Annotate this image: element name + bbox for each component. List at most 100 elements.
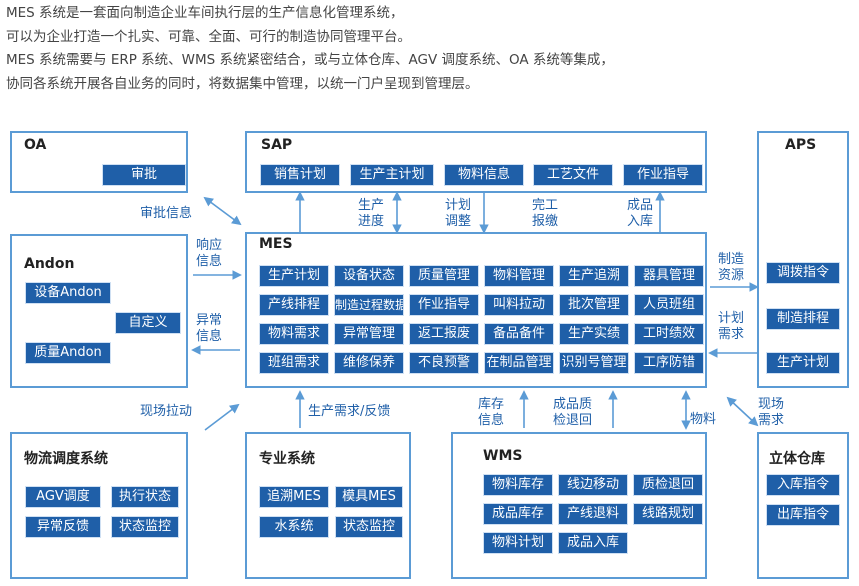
intro-line-1: MES 系统是一套面向制造企业车间执行层的生产信息化管理系统，	[6, 5, 404, 21]
mes-item[interactable]: 异常管理	[334, 323, 404, 345]
mes-item[interactable]: 物料需求	[259, 323, 329, 345]
label-plan-demand-1: 计划	[718, 311, 745, 326]
mes-item[interactable]: 批次管理	[559, 294, 629, 316]
label-plan-adjust: 计划 调整	[445, 198, 471, 230]
logistics-item-exec-status[interactable]: 执行状态	[111, 486, 179, 508]
sap-item-master-plan[interactable]: 生产主计划	[350, 164, 434, 186]
wms-item-product-stock[interactable]: 成品库存	[483, 503, 553, 525]
mes-item[interactable]: 产线排程	[259, 294, 329, 316]
label-inventory-info-2: 信息	[478, 413, 505, 428]
mes-item[interactable]: 作业指导	[409, 294, 479, 316]
andon-item-custom[interactable]: 自定义	[115, 312, 181, 334]
andon-title: Andon	[24, 256, 75, 272]
intro-line-4: 协同各系统开展各自业务的同时，将数据集中管理，以统一门户呈现到管理层。	[6, 75, 479, 92]
mes-item[interactable]: 设备状态	[334, 265, 404, 287]
label-finished-in-1: 成品	[627, 198, 654, 213]
mes-item[interactable]: 在制品管理	[484, 352, 554, 374]
aps-item-schedule[interactable]: 制造排程	[766, 308, 840, 330]
label-site-demand: 现场 需求	[758, 397, 784, 429]
mes-item[interactable]: 物料管理	[484, 265, 554, 287]
wms-title: WMS	[483, 448, 523, 464]
mes-item[interactable]: 生产追溯	[559, 265, 629, 287]
label-response-info: 响应 信息	[196, 238, 222, 270]
mes-item[interactable]: 返工报废	[409, 323, 479, 345]
aps-item-transfer[interactable]: 调拨指令	[766, 262, 840, 284]
mes-item[interactable]: 班组需求	[259, 352, 329, 374]
mes-item[interactable]: 生产计划	[259, 265, 329, 287]
logistics-item-monitor[interactable]: 状态监控	[111, 516, 179, 538]
mes-title: MES	[259, 236, 293, 252]
label-qc-return: 成品质 检退回	[553, 397, 592, 429]
label-mfg-resource-2: 资源	[718, 268, 745, 283]
sap-item-process-doc[interactable]: 工艺文件	[533, 164, 613, 186]
label-exception-info-1: 异常	[196, 313, 223, 328]
special-item-mold[interactable]: 模具MES	[335, 486, 403, 508]
label-qc-return-2: 检退回	[553, 413, 593, 428]
oa-title: OA	[24, 137, 47, 153]
wms-item-route-plan[interactable]: 线路规划	[633, 503, 703, 525]
mes-item[interactable]: 质量管理	[409, 265, 479, 287]
wms-item-product-in[interactable]: 成品入库	[558, 532, 628, 554]
logistics-box: 物流调度系统 AGV调度 执行状态 异常反馈 状态监控	[10, 432, 188, 579]
special-item-water[interactable]: 水系统	[259, 516, 329, 538]
andon-box: Andon 设备Andon 自定义 质量Andon	[10, 234, 188, 388]
wms-item-line-return[interactable]: 产线退料	[558, 503, 628, 525]
label-approval-info: 审批信息	[140, 206, 193, 221]
mes-item[interactable]: 工时绩效	[634, 323, 704, 345]
arrow-logistics-mes	[204, 403, 240, 431]
label-completion-1: 完工	[532, 198, 559, 213]
mes-item[interactable]: 工序防错	[634, 352, 704, 374]
sap-item-material-info[interactable]: 物料信息	[444, 164, 524, 186]
label-prod-progress-2: 进度	[358, 214, 385, 229]
intro-text: MES 系统是一套面向制造企业车间执行层的生产信息化管理系统， 可以为企业打造一…	[6, 2, 846, 96]
label-site-demand-2: 需求	[758, 413, 785, 428]
label-inventory-info-1: 库存	[478, 397, 505, 412]
label-prod-progress: 生产 进度	[358, 198, 384, 230]
sap-box: SAP 销售计划 生产主计划 物料信息 工艺文件 作业指导	[245, 131, 707, 193]
label-prod-progress-1: 生产	[358, 198, 385, 213]
oa-box: OA 审批	[10, 131, 188, 193]
wms-item-material-plan[interactable]: 物料计划	[483, 532, 553, 554]
aps-box: APS 调拨指令 制造排程 生产计划	[757, 131, 849, 388]
label-completion-2: 报缴	[532, 214, 559, 229]
label-plan-adjust-2: 调整	[445, 214, 472, 229]
andon-item-quality[interactable]: 质量Andon	[25, 342, 111, 364]
label-material: 物料	[690, 412, 717, 427]
mes-item[interactable]: 识别号管理	[559, 352, 629, 374]
special-box: 专业系统 追溯MES 模具MES 水系统 状态监控	[245, 432, 411, 579]
mes-item[interactable]: 人员班组	[634, 294, 704, 316]
sap-item-work-guide[interactable]: 作业指导	[623, 164, 703, 186]
mes-box: MES 生产计划设备状态质量管理物料管理生产追溯器具管理产线排程制造过程数据作业…	[245, 232, 707, 388]
oa-item-approval[interactable]: 审批	[102, 164, 186, 186]
label-completion: 完工 报缴	[532, 198, 558, 230]
sap-item-sales-plan[interactable]: 销售计划	[260, 164, 340, 186]
mes-item[interactable]: 维修保养	[334, 352, 404, 374]
label-finished-in-2: 入库	[627, 214, 654, 229]
special-item-trace[interactable]: 追溯MES	[259, 486, 329, 508]
label-response-info-1: 响应	[196, 238, 223, 253]
mes-item[interactable]: 制造过程数据	[334, 294, 404, 316]
mes-item[interactable]: 器具管理	[634, 265, 704, 287]
aps-title: APS	[785, 137, 817, 153]
special-item-monitor[interactable]: 状态监控	[335, 516, 403, 538]
wms-item-qc-return[interactable]: 质检退回	[633, 474, 703, 496]
intro-line-3: MES 系统需要与 ERP 系统、WMS 系统紧密结合，或与立体仓库、AGV 调…	[6, 52, 614, 68]
mes-item[interactable]: 叫料拉动	[484, 294, 554, 316]
aps-item-prod-plan[interactable]: 生产计划	[766, 352, 840, 374]
logistics-item-agv[interactable]: AGV调度	[25, 486, 101, 508]
wms-item-material-stock[interactable]: 物料库存	[483, 474, 553, 496]
warehouse-item-out[interactable]: 出库指令	[766, 504, 840, 526]
logistics-item-exception[interactable]: 异常反馈	[25, 516, 101, 538]
wms-item-line-move[interactable]: 线边移动	[558, 474, 628, 496]
special-title: 专业系统	[259, 451, 315, 467]
label-site-demand-1: 现场	[758, 397, 785, 412]
label-plan-demand: 计划 需求	[718, 311, 744, 343]
andon-item-equipment[interactable]: 设备Andon	[25, 282, 111, 304]
label-qc-return-1: 成品质	[553, 397, 593, 412]
intro-line-2: 可以为企业打造一个扎实、可靠、全面、可行的制造协同管理平台。	[6, 28, 411, 45]
mes-item[interactable]: 备品备件	[484, 323, 554, 345]
warehouse-item-in[interactable]: 入库指令	[766, 474, 840, 496]
mes-item[interactable]: 不良预警	[409, 352, 479, 374]
mes-item[interactable]: 生产实绩	[559, 323, 629, 345]
